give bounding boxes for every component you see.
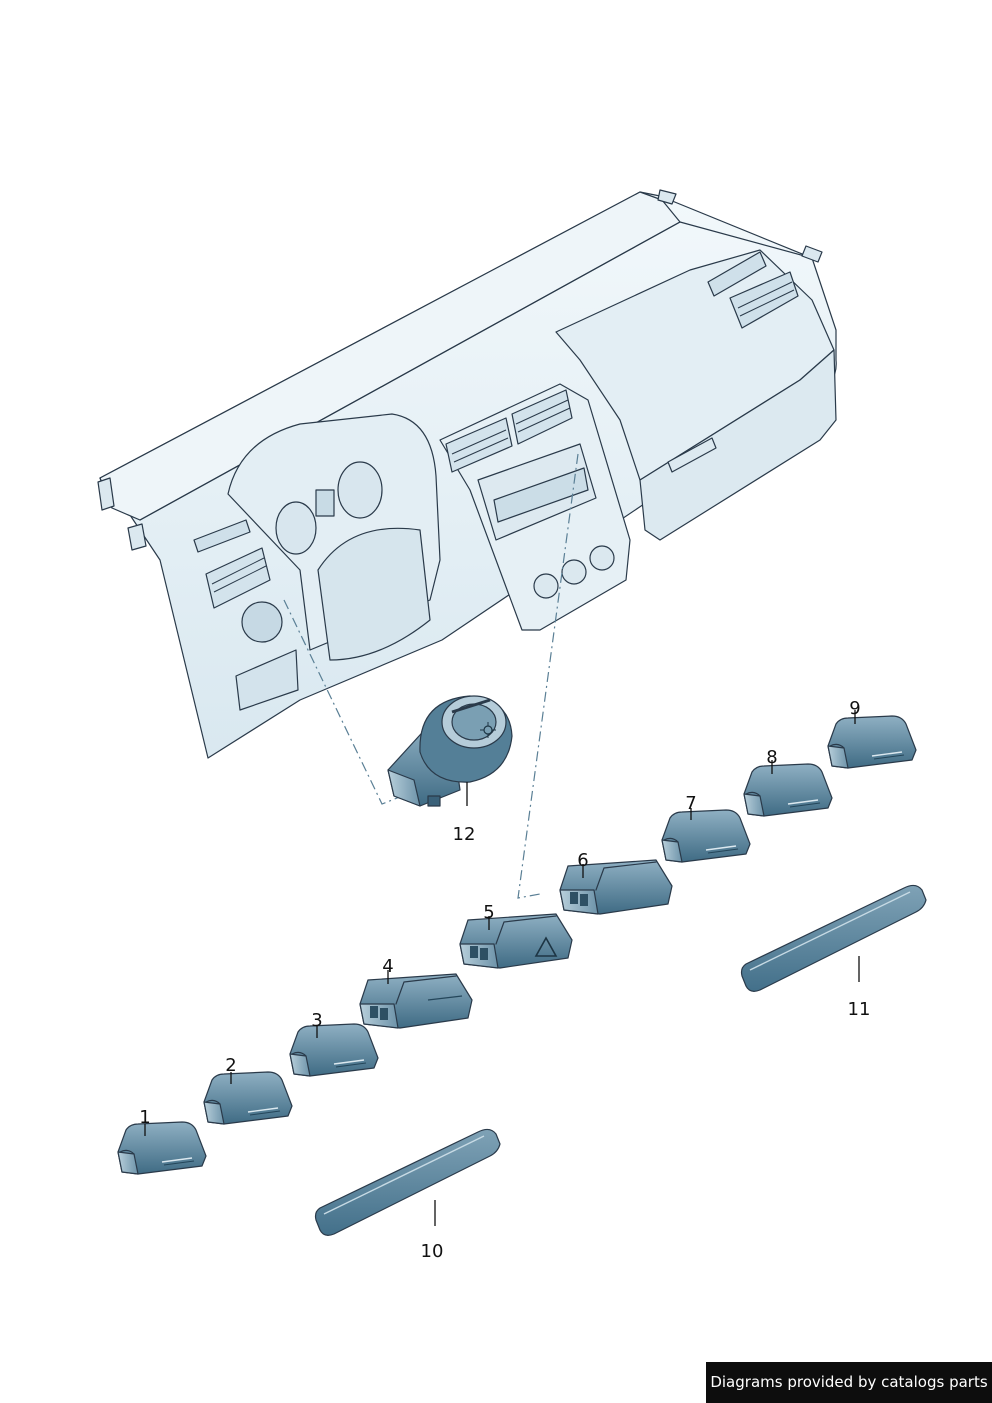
switch-blank-1 [117,1121,207,1175]
dashboard-illustration [97,189,837,759]
callout-6: 6 [577,850,588,871]
callout-1: 1 [139,1107,150,1128]
switch-blank-4 [359,973,473,1029]
credit-banner: Diagrams provided by catalogs parts [706,1362,992,1403]
switch-blank-3 [289,1023,379,1077]
switch-blank-8 [743,763,833,817]
trim-strip-10 [314,1128,501,1237]
callout-7: 7 [685,793,696,814]
callout-5: 5 [483,902,494,923]
switch-blank-2 [203,1071,293,1125]
light-switch-part [387,695,513,807]
callout-11: 11 [848,999,871,1020]
hazard-triangle-icon [534,936,558,957]
callout-4: 4 [382,956,393,977]
callout-9: 9 [849,698,860,719]
callout-3: 3 [311,1010,322,1031]
callout-2: 2 [225,1055,236,1076]
callout-10: 10 [421,1241,444,1262]
callout-8: 8 [766,747,777,768]
light-switch-knob-icon [480,722,496,738]
callout-12: 12 [453,824,476,845]
switch-blank-7 [661,809,751,863]
switch-blank-9 [827,715,917,769]
trim-strip-11 [740,884,927,993]
switch-hazard-5 [459,913,573,969]
